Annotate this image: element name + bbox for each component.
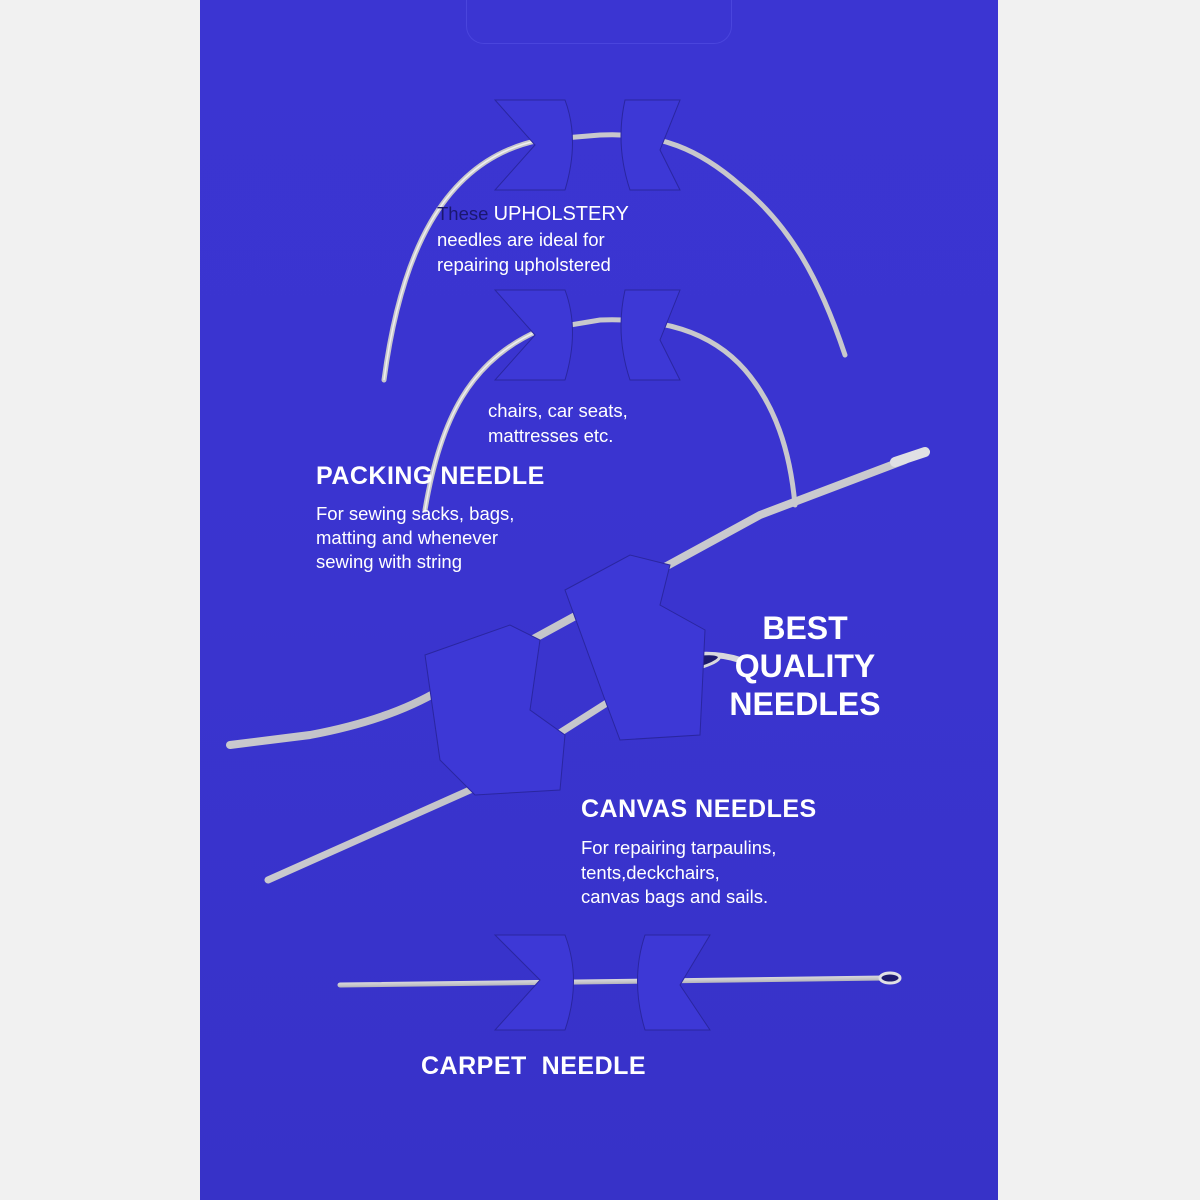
canvas-line-3: canvas bags and sails. bbox=[581, 886, 769, 907]
canvas-needles-label: CANVAS NEEDLES bbox=[581, 795, 817, 823]
packing-line-2: matting and whenever bbox=[316, 527, 499, 548]
hero-line-1: BEST bbox=[762, 610, 848, 646]
holder-tabs-upper bbox=[493, 99, 681, 381]
hang-hole bbox=[466, 0, 732, 44]
canvas-line-2: tents,deckchairs, bbox=[581, 862, 720, 883]
upholstery-line-1: These UPHOLSTERY bbox=[437, 202, 629, 226]
holder-tabs-lower bbox=[493, 934, 711, 1031]
upholstery-line-3: repairing upholstered bbox=[437, 254, 611, 275]
upholstery-prefix: These bbox=[437, 203, 494, 224]
packing-needle-label: PACKING NEEDLE bbox=[316, 462, 545, 490]
upholstery-label: UPHOLSTERY bbox=[493, 203, 629, 225]
holder-tabs-canvas bbox=[424, 554, 706, 796]
packing-line-1: For sewing sacks, bags, bbox=[316, 503, 515, 524]
upholstery-line-5: mattresses etc. bbox=[488, 425, 614, 446]
carpet-needle-label: CARPET NEEDLE bbox=[421, 1052, 647, 1080]
packing-line-3: sewing with string bbox=[316, 551, 463, 572]
upholstery-line-4: chairs, car seats, bbox=[488, 400, 628, 421]
canvas-line-1: For repairing tarpaulins, bbox=[581, 837, 777, 858]
hero-line-3: NEEDLES bbox=[729, 686, 881, 722]
upholstery-line-2: needles are ideal for bbox=[437, 229, 605, 250]
carpet-needle bbox=[337, 975, 888, 988]
hero-line-2: QUALITY bbox=[734, 648, 876, 684]
best-quality-heading: BEST QUALITY NEEDLES bbox=[720, 609, 890, 723]
